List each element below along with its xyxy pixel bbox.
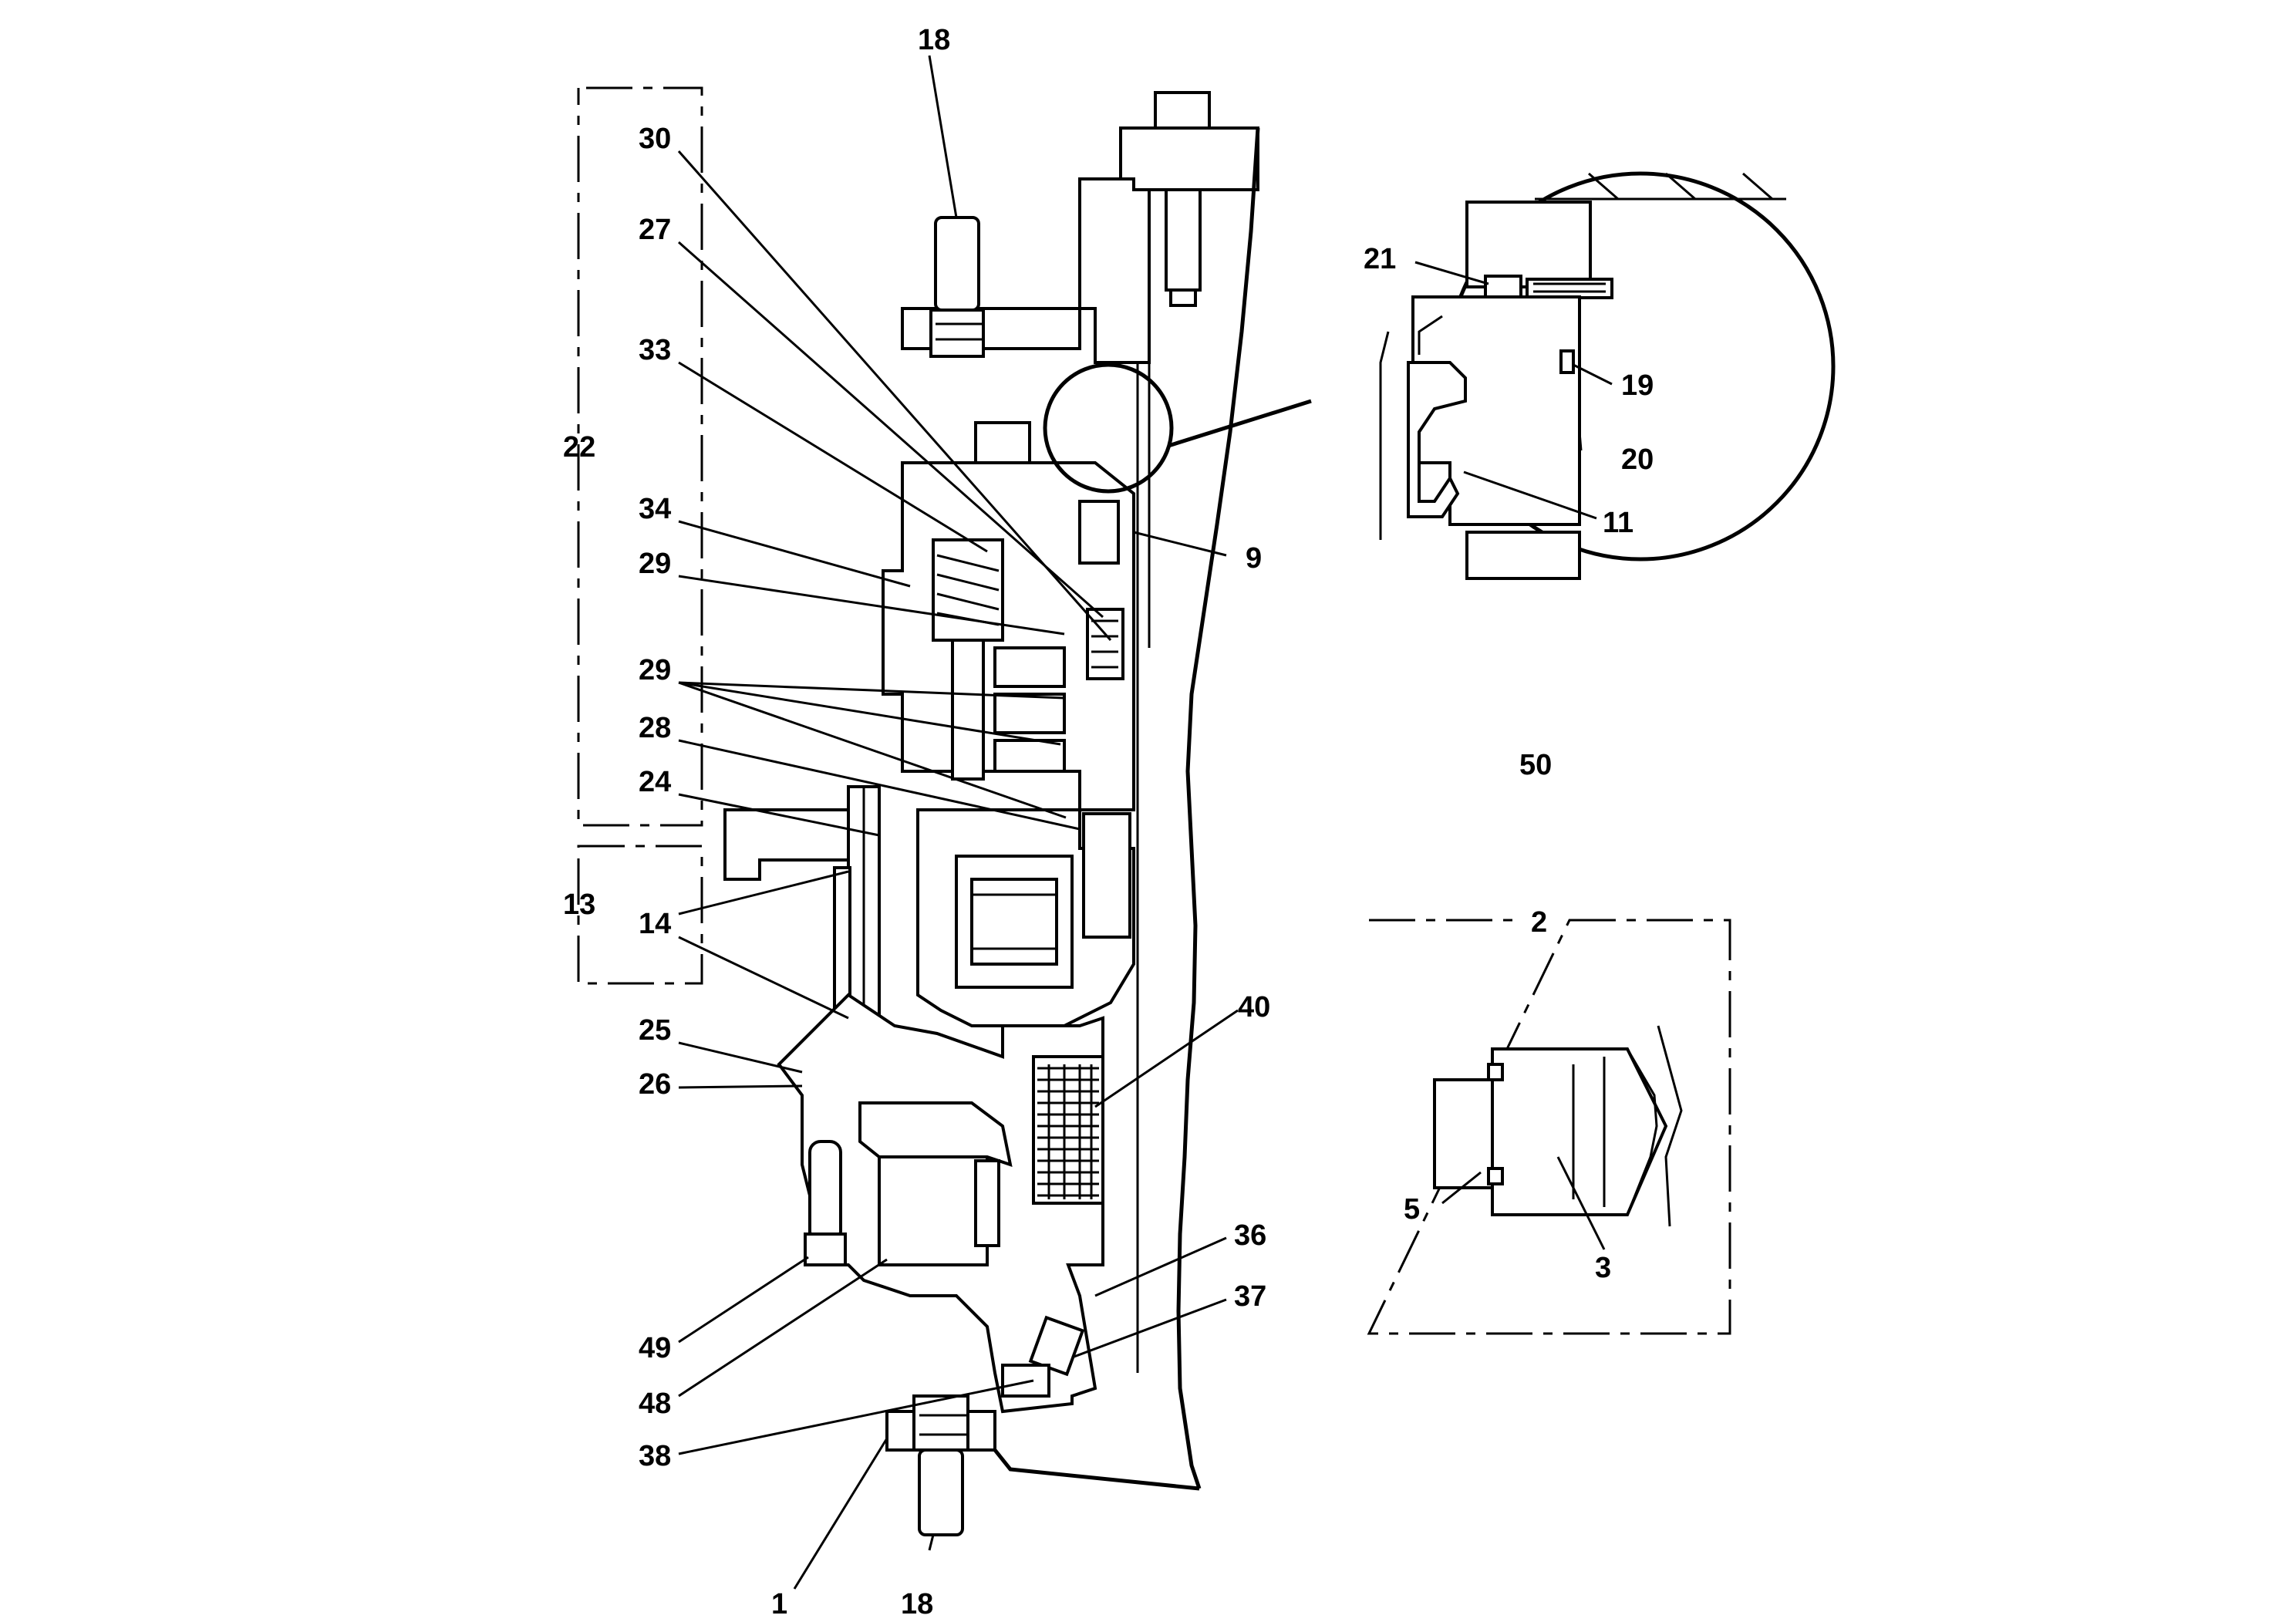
- label-18-bottom: 18: [901, 1588, 933, 1620]
- label-40: 40: [1238, 991, 1270, 1023]
- label-21: 21: [1364, 243, 1396, 275]
- flange-24: [723, 808, 850, 881]
- label-18-top: 18: [918, 24, 950, 56]
- plug-49: [804, 1140, 847, 1266]
- label-19: 19: [1621, 369, 1654, 402]
- label-1: 1: [771, 1588, 787, 1620]
- label-2: 2: [1531, 906, 1547, 939]
- label-27: 27: [639, 214, 671, 246]
- label-34: 34: [639, 493, 671, 525]
- label-37: 37: [1234, 1280, 1266, 1313]
- magnified-detail: [1379, 171, 1836, 580]
- label-48: 48: [639, 1388, 671, 1420]
- leader-lines: [677, 55, 1613, 1590]
- label-36: 36: [1234, 1219, 1266, 1252]
- label-11: 11: [1603, 507, 1633, 539]
- label-14: 14: [639, 908, 671, 940]
- label-30: 30: [639, 123, 671, 155]
- label-9: 9: [1246, 542, 1262, 575]
- label-26: 26: [639, 1068, 671, 1101]
- label-24: 24: [639, 766, 671, 798]
- label-49: 49: [639, 1332, 671, 1364]
- top-bolt: [1119, 91, 1259, 307]
- label-20: 20: [1621, 443, 1654, 476]
- label-5: 5: [1404, 1193, 1420, 1226]
- inset-2: [1367, 919, 1731, 1335]
- main-assembly: [723, 91, 1312, 1536]
- inset-cartridge: [1433, 1025, 1683, 1227]
- label-22: 22: [563, 431, 595, 464]
- label-50: 50: [1519, 749, 1552, 781]
- group-box-13: [577, 845, 703, 985]
- disk-pack-40: [1032, 1055, 1104, 1205]
- group-box-22: [577, 86, 703, 827]
- housing-contour: [1176, 127, 1260, 1489]
- label-13: 13: [563, 889, 595, 921]
- label-38: 38: [639, 1440, 671, 1472]
- label-3: 3: [1595, 1252, 1611, 1284]
- bottom-contour: [993, 1448, 1200, 1491]
- label-29b: 29: [639, 654, 671, 686]
- stud-18-top: [929, 216, 985, 358]
- stud-18-bottom: [885, 1394, 996, 1536]
- piston-48: [858, 1101, 1013, 1266]
- detail-seal-carrier: [1411, 295, 1581, 526]
- label-33: 33: [639, 334, 671, 366]
- detail-circle: [1043, 363, 1174, 494]
- label-28: 28: [639, 712, 671, 744]
- callout-labels: 18 30 27 33 22 34 29 29 28 24 13 14 25 2…: [563, 24, 1654, 1620]
- fitting-38: [1001, 1364, 1050, 1398]
- label-25: 25: [639, 1014, 671, 1047]
- label-29a: 29: [639, 548, 671, 580]
